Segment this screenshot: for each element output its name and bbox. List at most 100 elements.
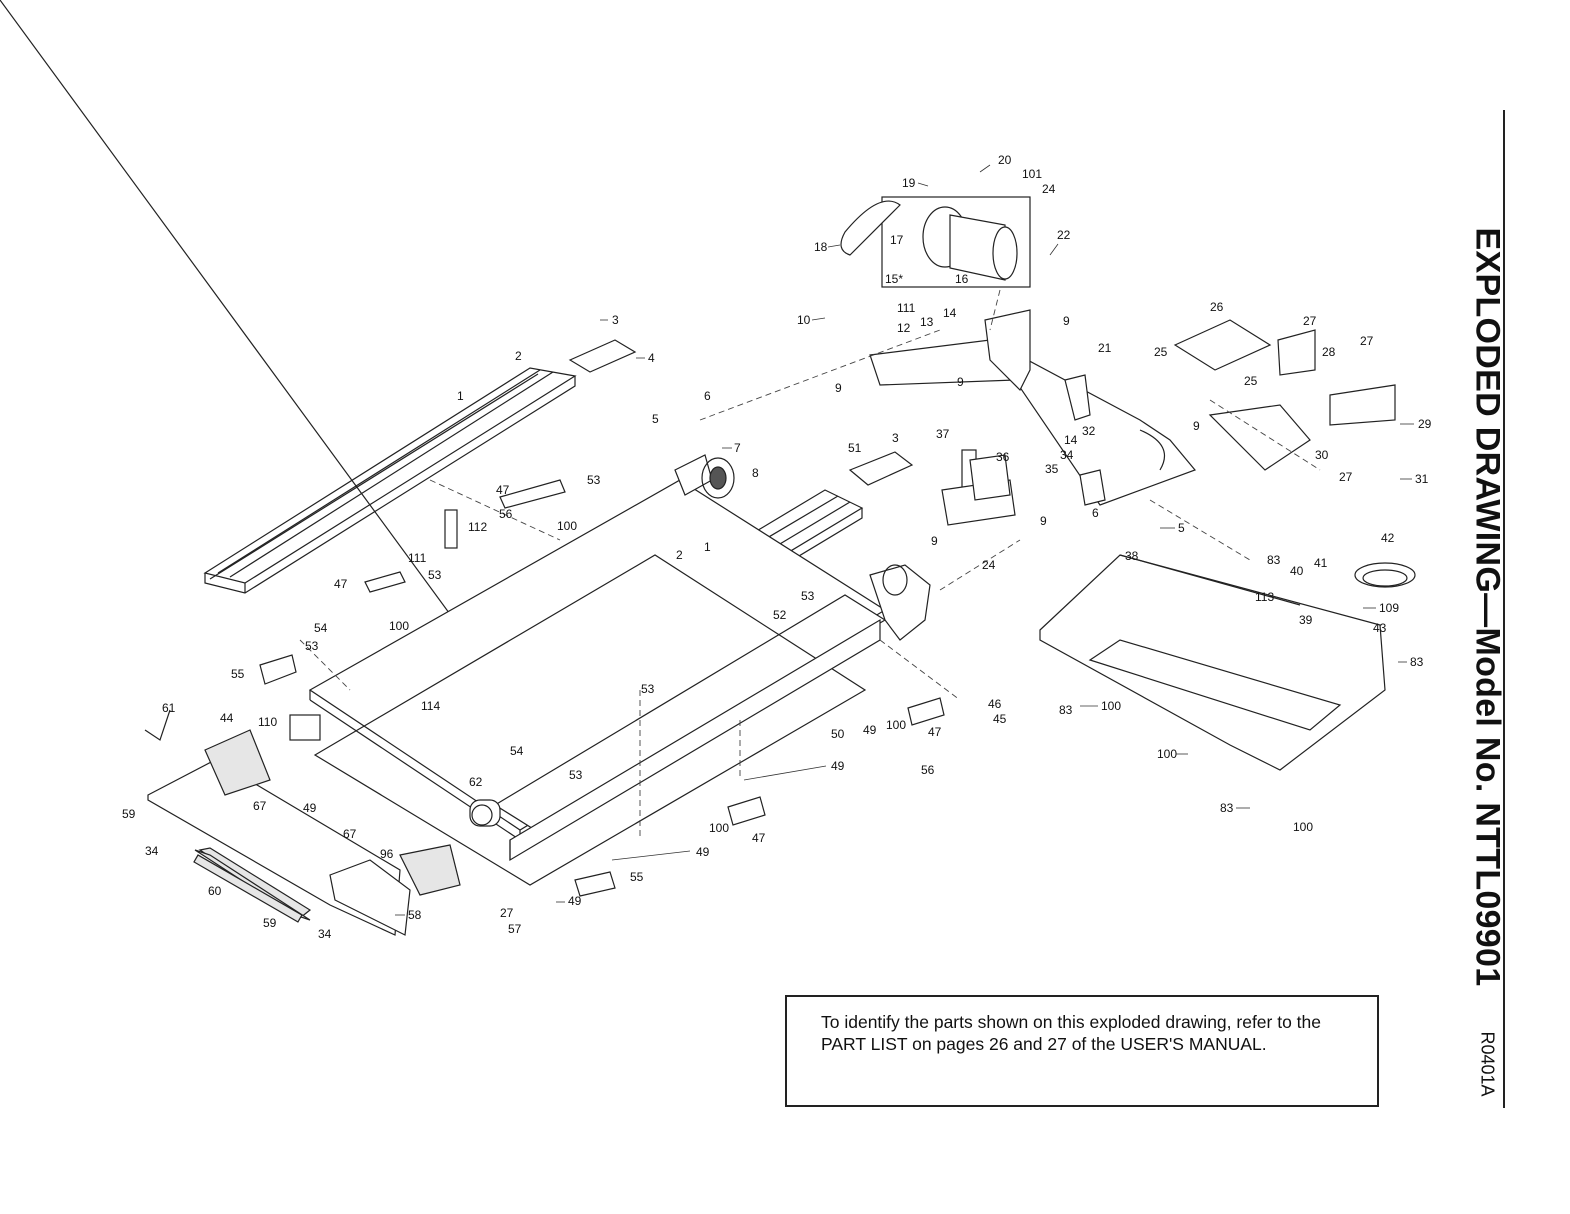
callout-54: 54 — [510, 744, 524, 758]
callout-37: 37 — [936, 427, 950, 441]
callout-54: 54 — [314, 621, 328, 635]
callout-111: 111 — [408, 551, 427, 565]
callout-16: 16 — [955, 272, 969, 286]
callout-51: 51 — [848, 441, 862, 455]
callout-26: 26 — [1210, 300, 1224, 314]
callout-27: 27 — [1360, 334, 1374, 348]
reference-code: R0401A — [1477, 1031, 1498, 1097]
callout-9: 9 — [1193, 419, 1200, 433]
callout-67: 67 — [253, 799, 267, 813]
callout-12: 12 — [897, 321, 911, 335]
callout-57: 57 — [508, 922, 522, 936]
callout-28: 28 — [1322, 345, 1336, 359]
callout-83: 83 — [1059, 703, 1073, 717]
callout-32: 32 — [1082, 424, 1096, 438]
callout-52: 52 — [773, 608, 787, 622]
callout-1: 1 — [457, 389, 464, 403]
callout-7: 7 — [734, 441, 741, 455]
callout-25: 25 — [1244, 374, 1258, 388]
callout-49: 49 — [863, 723, 877, 737]
callout-17: 17 — [890, 233, 904, 247]
callout-6: 6 — [704, 389, 711, 403]
callout-18: 18 — [814, 240, 828, 254]
rear-roller — [869, 564, 931, 641]
callout-47: 47 — [496, 483, 510, 497]
callout-43: 43 — [1373, 621, 1387, 635]
callout-46: 46 — [988, 697, 1002, 711]
callout-24: 24 — [982, 558, 996, 572]
callout-114: 114 — [421, 699, 440, 713]
controller-board — [1173, 319, 1396, 471]
callout-61: 61 — [162, 701, 176, 715]
motor-hood — [1039, 554, 1386, 771]
callout-29: 29 — [1418, 417, 1432, 431]
callout-27: 27 — [1303, 314, 1317, 328]
callout-2: 2 — [515, 349, 522, 363]
callout-6: 6 — [1092, 506, 1099, 520]
callout-100: 100 — [886, 718, 906, 732]
callout-27: 27 — [1339, 470, 1353, 484]
callout-1: 1 — [704, 540, 711, 554]
callout-50: 50 — [831, 727, 845, 741]
front-roller — [674, 454, 735, 499]
callout-10: 10 — [797, 313, 811, 327]
walking-belt-deck — [308, 479, 887, 886]
callout-19: 19 — [902, 176, 916, 190]
callout-27: 27 — [500, 906, 514, 920]
incline-motor — [941, 449, 1016, 526]
callout-31: 31 — [1415, 472, 1429, 486]
callout-39: 39 — [1299, 613, 1313, 627]
callout-9: 9 — [1063, 314, 1070, 328]
callout-59: 59 — [122, 807, 136, 821]
callout-25: 25 — [1154, 345, 1168, 359]
callout-5: 5 — [1178, 521, 1185, 535]
callout-20: 20 — [998, 153, 1012, 167]
callout-111: 111 — [897, 301, 916, 315]
callout-100: 100 — [1157, 747, 1177, 761]
small-parts — [144, 339, 945, 923]
callout-30: 30 — [1315, 448, 1329, 462]
callout-42: 42 — [1381, 531, 1395, 545]
callout-62: 62 — [469, 775, 483, 789]
callout-3: 3 — [892, 431, 899, 445]
callout-110: 110 — [258, 715, 277, 729]
callout-47: 47 — [928, 725, 942, 739]
motor-assembly — [881, 196, 1031, 288]
callout-leaders — [395, 164, 1414, 916]
callout-35: 35 — [1045, 462, 1059, 476]
callout-41: 41 — [1314, 556, 1328, 570]
callout-2: 2 — [676, 548, 683, 562]
callout-34: 34 — [318, 927, 332, 941]
callout-15-star: 15* — [885, 272, 903, 286]
callout-40: 40 — [1290, 564, 1304, 578]
callout-49: 49 — [303, 801, 317, 815]
power-cord — [1354, 562, 1416, 588]
callout-9: 9 — [957, 375, 964, 389]
upright-frame — [869, 309, 1197, 506]
callout-53: 53 — [587, 473, 601, 487]
callout-9: 9 — [835, 381, 842, 395]
assembly-leaders — [299, 289, 1321, 840]
callout-8: 8 — [752, 466, 759, 480]
callout-67: 67 — [343, 827, 357, 841]
callout-21: 21 — [1098, 341, 1112, 355]
callout-53: 53 — [305, 639, 319, 653]
callout-36: 36 — [996, 450, 1010, 464]
callout-49: 49 — [568, 894, 582, 908]
callout-9: 9 — [931, 534, 938, 548]
callout-9: 9 — [1040, 514, 1047, 528]
callout-96: 96 — [380, 847, 394, 861]
callout-45: 45 — [993, 712, 1007, 726]
callout-13: 13 — [920, 315, 934, 329]
callout-49: 49 — [831, 759, 845, 773]
callout-83: 83 — [1410, 655, 1424, 669]
callout-60: 60 — [208, 884, 222, 898]
rear-frame — [147, 714, 461, 936]
callout-47: 47 — [752, 831, 766, 845]
callout-44: 44 — [220, 711, 234, 725]
callout-38: 38 — [1125, 549, 1139, 563]
callout-34: 34 — [1060, 448, 1074, 462]
callout-53: 53 — [801, 589, 815, 603]
callout-109: 109 — [1379, 601, 1399, 615]
callout-56: 56 — [921, 763, 935, 777]
